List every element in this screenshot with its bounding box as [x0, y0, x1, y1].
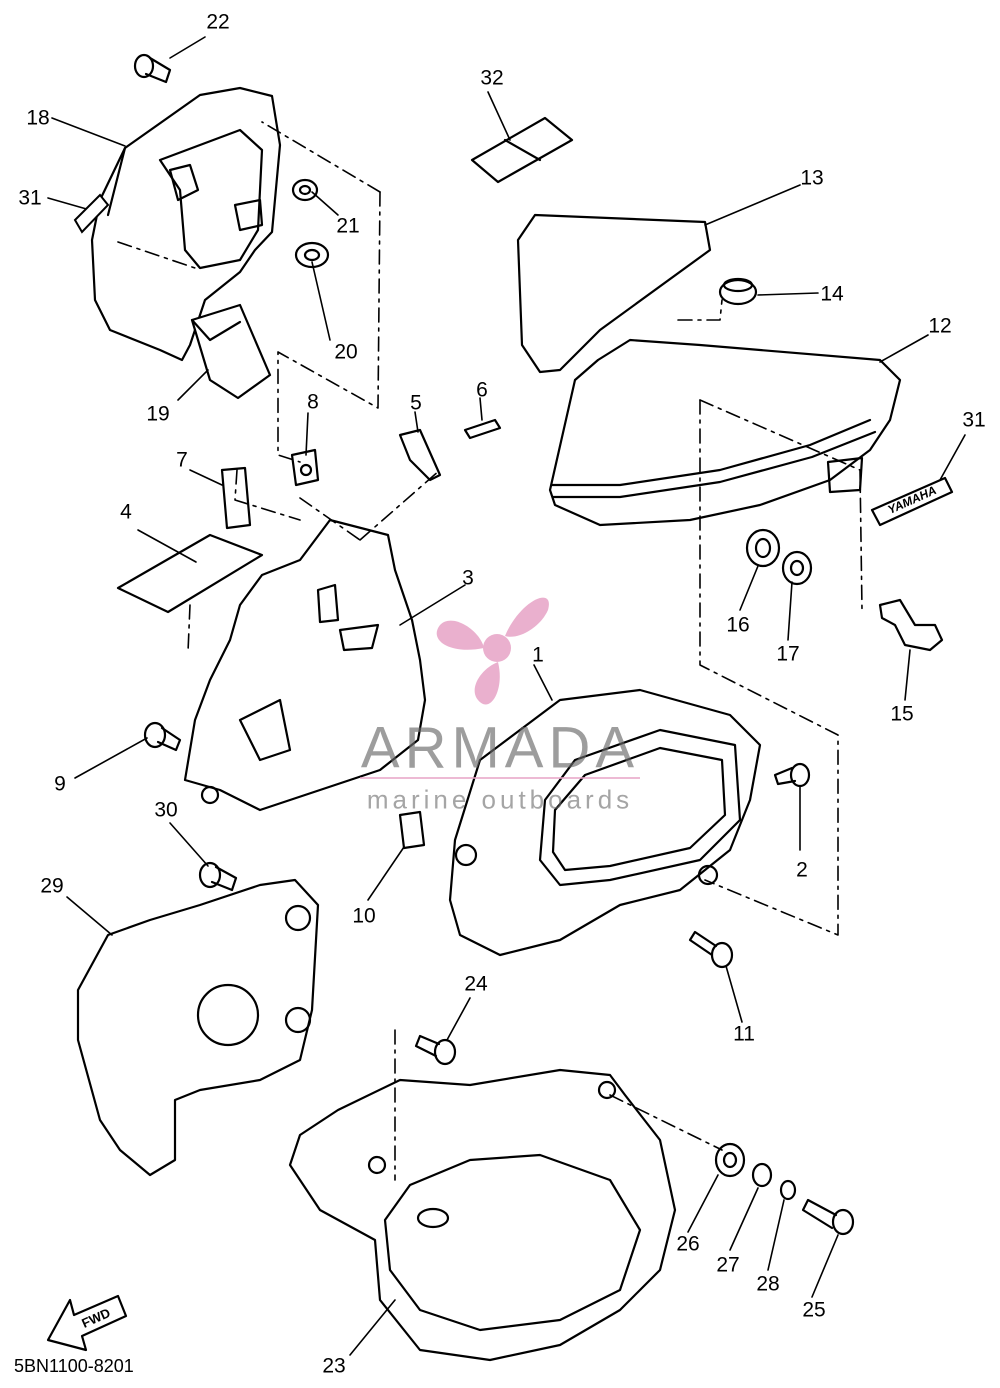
part-14-grommet	[718, 277, 758, 306]
callout-26: 26	[676, 1232, 700, 1256]
callout-10: 10	[352, 904, 376, 928]
callout-12: 12	[928, 314, 952, 338]
callout-8: 8	[307, 390, 319, 414]
part-16-grommet	[745, 528, 781, 568]
callout-25: 25	[802, 1298, 826, 1322]
part-31-decal-right	[870, 476, 954, 527]
part-24-bolt	[414, 1034, 457, 1066]
callout-31-left: 31	[18, 186, 42, 210]
callout-22: 22	[206, 10, 230, 34]
part-22-bolt	[133, 53, 172, 84]
part-23-crankcase-cover	[288, 1068, 677, 1362]
callout-11: 11	[733, 1022, 755, 1046]
part-12-side-cover	[548, 338, 902, 527]
callout-30: 30	[154, 798, 178, 822]
part-1-cover	[448, 688, 762, 957]
part-10-clip	[398, 810, 426, 850]
callout-14: 14	[820, 282, 844, 306]
part-15-fastener	[878, 598, 944, 652]
callout-4: 4	[120, 500, 132, 524]
part-21-grommet	[291, 178, 319, 202]
part-5-bracket	[398, 428, 442, 482]
callout-15: 15	[890, 702, 914, 726]
callout-21: 21	[336, 214, 360, 238]
part-11-bolt	[688, 930, 734, 969]
part-17-collar	[781, 550, 813, 586]
part-20-grommet	[294, 241, 330, 269]
part-7-pad	[220, 466, 252, 530]
part-27-collar	[751, 1162, 773, 1188]
part-28-washer	[779, 1179, 797, 1201]
part-30-bolt	[198, 861, 238, 892]
part-32-label	[470, 116, 574, 184]
callout-27: 27	[716, 1253, 740, 1277]
callout-13: 13	[800, 166, 824, 190]
callout-24: 24	[464, 972, 488, 996]
drawing-code: 5BN1100-8201	[14, 1356, 134, 1376]
callout-3: 3	[462, 566, 474, 590]
part-29-cover	[76, 878, 320, 1177]
watermark-subtitle: marine outboards	[366, 784, 634, 815]
callout-19: 19	[146, 402, 170, 426]
callout-17: 17	[776, 642, 800, 666]
callout-18: 18	[26, 106, 50, 130]
callout-31-right: 31	[962, 408, 986, 432]
part-3-bracket	[183, 518, 427, 812]
callout-32: 32	[480, 66, 504, 90]
callout-1: 1	[532, 643, 544, 667]
fwd-arrow	[46, 1294, 128, 1352]
callout-23: 23	[322, 1354, 346, 1378]
callout-29: 29	[40, 874, 64, 898]
callout-6: 6	[476, 378, 488, 402]
part-6-pin	[463, 418, 502, 440]
part-9-bolt	[143, 721, 182, 752]
part-8-clip	[290, 448, 320, 487]
callout-7: 7	[176, 448, 188, 472]
callout-5: 5	[410, 391, 422, 415]
callout-20: 20	[334, 340, 358, 364]
part-18-upper-cover	[90, 86, 282, 362]
part-2-bolt	[773, 762, 811, 788]
watermark-title: ARMADA	[360, 715, 640, 781]
part-25-bolt	[801, 1198, 855, 1236]
callout-2: 2	[796, 858, 808, 882]
watermark-logo	[436, 597, 549, 705]
part-26-grommet	[714, 1142, 746, 1178]
callout-28: 28	[756, 1272, 780, 1296]
callout-16: 16	[726, 613, 750, 637]
part-13-pad	[516, 213, 712, 374]
callout-9: 9	[54, 772, 66, 796]
